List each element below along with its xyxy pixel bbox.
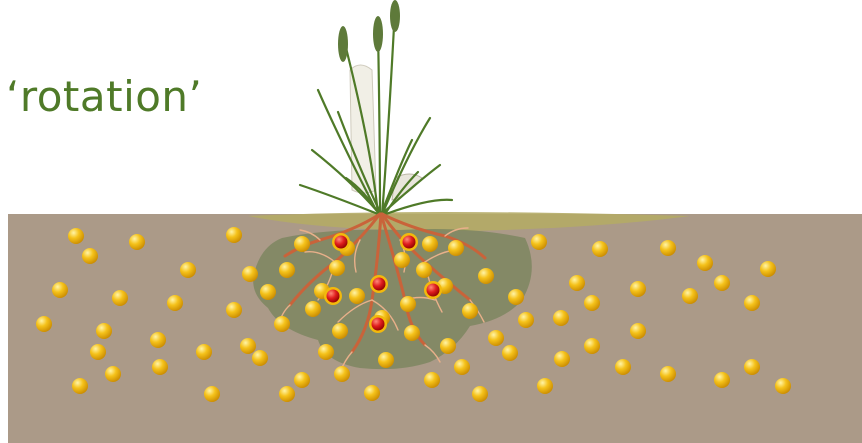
nutrient-granule-icon — [96, 323, 112, 339]
nutrient-granule-icon — [508, 289, 524, 305]
nutrient-granule-icon — [440, 338, 456, 354]
nutrient-granule-icon — [584, 338, 600, 354]
nutrient-granule-icon — [615, 359, 631, 375]
nutrient-granule-icon — [204, 386, 220, 402]
nutrient-granule-icon — [714, 372, 730, 388]
nutrient-granule-icon — [242, 266, 258, 282]
nutrient-granule-icon — [52, 282, 68, 298]
nutrient-granule-icon — [630, 281, 646, 297]
nutrient-granule-icon — [488, 330, 504, 346]
nutrient-granule-icon — [378, 352, 394, 368]
nutrient-granule-icon — [226, 227, 242, 243]
nutrient-granule-icon — [129, 234, 145, 250]
nutrient-granule-icon — [448, 240, 464, 256]
nutrient-granule-icon — [294, 236, 310, 252]
nutrient-granule-icon — [90, 344, 106, 360]
nutrient-granule-icon — [531, 234, 547, 250]
nutrient-granule-icon — [240, 338, 256, 354]
nutrient-granule-icon — [68, 228, 84, 244]
nutrient-granule-icon — [334, 366, 350, 382]
nutrient-granule-icon — [305, 301, 321, 317]
nutrient-granule-icon — [252, 350, 268, 366]
absorbed-nutrient-icon — [373, 278, 386, 291]
nutrient-granule-icon — [744, 359, 760, 375]
nutrient-granule-icon — [82, 248, 98, 264]
nutrient-granule-icon — [279, 386, 295, 402]
nutrient-granule-icon — [660, 366, 676, 382]
absorbed-nutrient-icon — [327, 290, 340, 303]
nutrient-granule-icon — [152, 359, 168, 375]
nutrient-granule-icon — [422, 236, 438, 252]
absorbed-nutrient-icon — [403, 236, 416, 249]
nutrient-granule-icon — [349, 288, 365, 304]
nutrient-granule-icon — [584, 295, 600, 311]
nutrient-granule-icon — [329, 260, 345, 276]
absorbed-nutrient-icon — [427, 284, 440, 297]
nutrient-granule-icon — [775, 378, 791, 394]
nutrient-granule-icon — [478, 268, 494, 284]
nutrient-granule-icon — [279, 262, 295, 278]
nutrient-granule-icon — [332, 323, 348, 339]
nutrient-granule-icon — [294, 372, 310, 388]
nutrient-granule-icon — [502, 345, 518, 361]
wheat-plant-icon — [300, 0, 452, 215]
nutrient-granule-icon — [400, 296, 416, 312]
nutrient-granule-icon — [180, 262, 196, 278]
nutrient-granule-icon — [394, 252, 410, 268]
nutrient-granule-icon — [697, 255, 713, 271]
nutrient-granule-icon — [472, 386, 488, 402]
nutrient-granule-icon — [462, 303, 478, 319]
nutrient-granule-icon — [72, 378, 88, 394]
nutrient-granule-icon — [760, 261, 776, 277]
nutrient-granule-icon — [554, 351, 570, 367]
nutrient-granule-icon — [167, 295, 183, 311]
absorbed-nutrient-icon — [372, 318, 385, 331]
nutrient-granule-icon — [630, 323, 646, 339]
nutrient-granule-icon — [196, 344, 212, 360]
nutrient-granule-icon — [518, 312, 534, 328]
nutrient-granule-icon — [318, 344, 334, 360]
nutrient-granule-icon — [404, 325, 420, 341]
nutrient-granule-icon — [660, 240, 676, 256]
nutrient-granule-icon — [454, 359, 470, 375]
nutrient-granule-icon — [260, 284, 276, 300]
nutrient-granule-icon — [682, 288, 698, 304]
nutrient-granule-icon — [744, 295, 760, 311]
nutrient-granule-icon — [592, 241, 608, 257]
absorbed-nutrient-icon — [335, 236, 348, 249]
nutrient-granule-icon — [226, 302, 242, 318]
nutrient-granule-icon — [714, 275, 730, 291]
nutrient-granule-icon — [36, 316, 52, 332]
nutrient-granule-icon — [424, 372, 440, 388]
nutrient-granule-icon — [416, 262, 432, 278]
nutrient-granule-icon — [105, 366, 121, 382]
nutrient-granule-icon — [553, 310, 569, 326]
nutrient-granule-icon — [537, 378, 553, 394]
nutrient-granule-icon — [150, 332, 166, 348]
nutrient-granule-icon — [112, 290, 128, 306]
nutrient-granule-icon — [364, 385, 380, 401]
nutrient-granule-icon — [569, 275, 585, 291]
nutrient-granule-icon — [274, 316, 290, 332]
